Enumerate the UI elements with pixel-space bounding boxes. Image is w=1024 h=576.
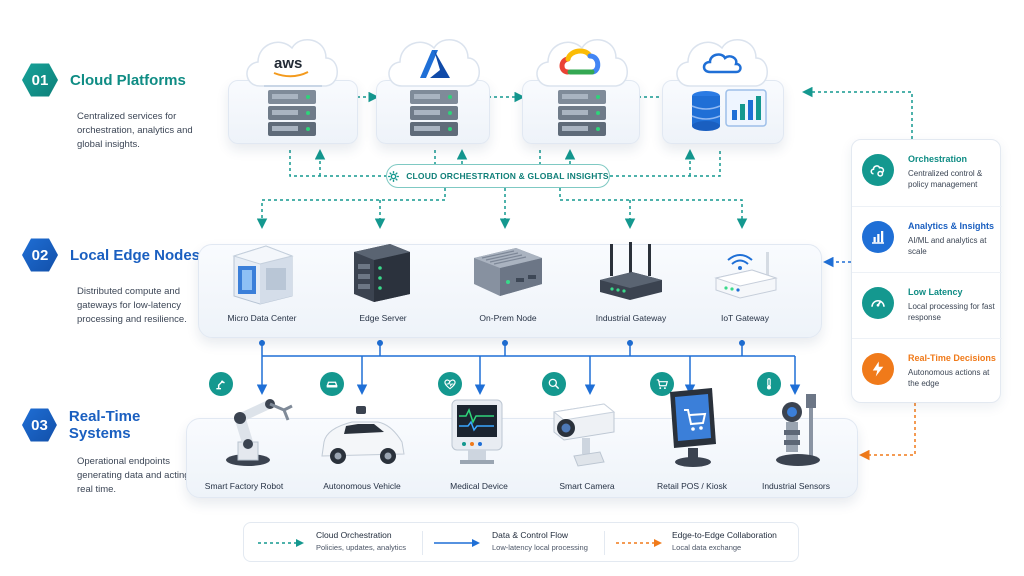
- legend-sub: Low-latency local processing: [492, 543, 588, 552]
- edge-node-label: Industrial Gateway: [595, 313, 667, 323]
- benefit-orchestration: Orchestration Centralized control & poli…: [852, 140, 1002, 206]
- edge-node-label: Edge Server: [359, 313, 407, 323]
- medical-device-icon: [451, 399, 503, 464]
- benefit-analytics: Analytics & Insights AI/ML and analytics…: [852, 206, 1002, 272]
- legend-swatch-orchestration: [258, 539, 304, 547]
- cloud-orchestration-links: [256, 149, 748, 229]
- benefit-title: Real-Time Decisions: [908, 353, 996, 363]
- tier-title: Local Edge Nodes: [70, 246, 201, 264]
- micro-data-center-icon: [232, 245, 294, 305]
- tier-description: Operational endpoints generating data an…: [77, 456, 200, 495]
- azure-logo-icon: [420, 50, 450, 78]
- google-cloud-logo-icon: [559, 48, 601, 75]
- car-badge-icon: [320, 372, 344, 396]
- device-label: Industrial Sensors: [761, 481, 831, 491]
- legend-item: Data & Control Flow Low-latency local pr…: [492, 530, 588, 552]
- tier-number-badge: 02: [22, 238, 58, 272]
- gear-icon: [388, 170, 400, 182]
- device-tier-platform: [186, 418, 858, 498]
- legend-title: Data & Control Flow: [492, 530, 569, 540]
- benefit-title: Orchestration: [908, 154, 968, 164]
- server-rack-icon: [268, 90, 316, 136]
- device-label: Autonomous Vehicle: [323, 481, 401, 491]
- thermometer-badge-icon: [757, 372, 781, 396]
- cloud-outline-icon: [702, 53, 742, 74]
- panel-to-devices-link: [859, 403, 916, 461]
- legend-divider: [422, 531, 423, 555]
- legend-sub: Local data exchange: [672, 543, 742, 552]
- iot-gateway-icon: [714, 252, 778, 299]
- retail-kiosk-icon: [670, 388, 716, 467]
- benefit-desc: AI/ML and analytics at scale: [908, 236, 987, 256]
- cloud-gear-icon: [862, 154, 894, 186]
- lightning-icon: [862, 353, 894, 385]
- cloud-orchestration-pill: CLOUD ORCHESTRATION & GLOBAL INSIGHTS: [386, 164, 610, 188]
- factory-robot-icon: [226, 399, 293, 466]
- tier-number-badge: 03: [22, 408, 57, 442]
- aws-cloud-node: aws: [246, 38, 338, 136]
- legend-item: Cloud Orchestration Policies, updates, a…: [316, 530, 406, 552]
- on-prem-node-icon: [474, 248, 542, 296]
- shopping-cart-badge-icon: [650, 372, 674, 396]
- database-icon: [691, 91, 721, 131]
- bar-chart-icon: [862, 221, 894, 253]
- tier-description: Distributed compute and gateways for low…: [77, 286, 187, 325]
- legend-item: Edge-to-Edge Collaboration Local data ex…: [672, 530, 777, 552]
- edge-node-label: On-Prem Node: [479, 313, 537, 323]
- tier-cloud-platforms: 01 Cloud Platforms Centralized services …: [22, 62, 202, 152]
- tier-title: Real-Time Systems: [68, 408, 141, 442]
- benefit-title: Analytics & Insights: [908, 221, 995, 231]
- heart-pulse-badge-icon: [438, 372, 462, 396]
- device-label: Medical Device: [450, 481, 508, 491]
- benefit-desc: Local processing for fast response: [908, 302, 995, 322]
- tier-description: Centralized services for orchestration, …: [77, 111, 193, 150]
- tier-number-badge: 01: [22, 63, 58, 97]
- camera-badge-icon: [542, 372, 566, 396]
- legend-swatch-data-flow: [434, 539, 480, 547]
- cloud-to-panel-link: [802, 86, 913, 139]
- edge-server-icon: [354, 244, 410, 302]
- tier-local-edge-nodes: 02 Local Edge Nodes Distributed compute …: [22, 237, 202, 327]
- legend-sub: Policies, updates, analytics: [316, 543, 407, 552]
- aws-logo-icon: aws: [273, 55, 309, 78]
- device-label: Smart Factory Robot: [204, 481, 284, 491]
- speedometer-icon: [862, 287, 894, 319]
- legend-title: Cloud Orchestration: [316, 530, 392, 540]
- industrial-gateway-icon: [600, 242, 662, 300]
- industrial-sensor-icon: [776, 394, 820, 466]
- analytics-dashboard-icon: [725, 89, 767, 127]
- azure-cloud-node: [388, 38, 480, 136]
- legend-divider: [604, 531, 605, 555]
- edge-node-label: IoT Gateway: [720, 313, 770, 323]
- benefit-desc: Centralized control & policy management: [908, 169, 983, 189]
- orchestration-label: CLOUD ORCHESTRATION & GLOBAL INSIGHTS: [406, 171, 609, 181]
- server-rack-icon: [410, 90, 458, 136]
- data-control-flow-links: [256, 340, 801, 395]
- svg-text:aws: aws: [274, 55, 302, 72]
- device-label: Smart Camera: [559, 481, 615, 491]
- benefit-low-latency: Low Latency Local processing for fast re…: [852, 272, 1002, 338]
- analytics-cloud-node: [676, 38, 768, 131]
- device-label: Retail POS / Kiosk: [657, 481, 727, 491]
- edge-node-label: Micro Data Center: [227, 313, 297, 323]
- benefit-title: Low Latency: [908, 287, 963, 297]
- robot-arm-badge-icon: [209, 372, 233, 396]
- benefit-real-time-decisions: Real-Time Decisions Autonomous actions a…: [852, 338, 1002, 404]
- google-cloud-node: [536, 38, 628, 136]
- legend: Cloud Orchestration Policies, updates, a…: [243, 522, 799, 562]
- server-rack-icon: [558, 90, 606, 136]
- benefit-desc: Autonomous actions at the edge: [908, 368, 990, 388]
- tier-real-time-systems: 03 Real-Time Systems Operational endpoin…: [22, 407, 202, 497]
- autonomous-vehicle-icon: [321, 406, 405, 464]
- benefits-panel: Orchestration Centralized control & poli…: [851, 139, 1002, 404]
- smart-camera-icon: [552, 403, 616, 467]
- legend-title: Edge-to-Edge Collaboration: [672, 530, 777, 540]
- tier-title: Cloud Platforms: [70, 71, 186, 89]
- legend-swatch-edge-collab: [616, 539, 662, 547]
